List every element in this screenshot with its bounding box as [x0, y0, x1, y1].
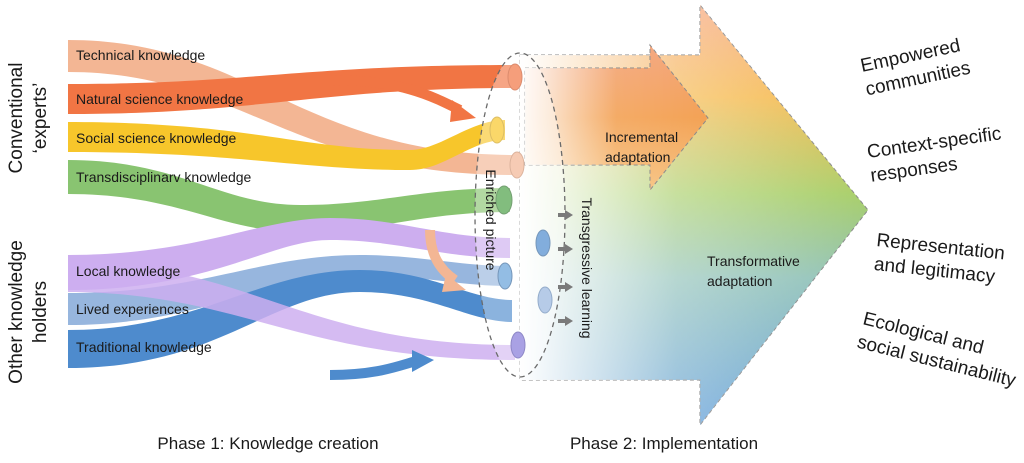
source-labels: Technical knowledge Natural science know… [76, 47, 252, 355]
stream-technical [68, 40, 515, 175]
tube-natural [507, 63, 523, 91]
transgressive-learning-label: Transgressive learning [579, 197, 595, 338]
phase-1-label: Phase 1: Knowledge creation [157, 434, 378, 453]
incremental-arrow [524, 43, 709, 192]
tube-blue-2 [497, 262, 513, 290]
transformative-label: Transformative adaptation [707, 253, 800, 289]
outcome-ecological: Ecological and social sustainability [855, 308, 1018, 391]
phase-2-label: Phase 2: Implementation [570, 434, 758, 453]
svg-text:adaptation: adaptation [605, 149, 670, 165]
source-label-local: Local knowledge [76, 263, 181, 279]
svg-text:Other knowledge: Other knowledge [6, 240, 27, 384]
outcome-context: Context-specific responses [866, 123, 1003, 186]
source-label-natural: Natural science knowledge [76, 91, 244, 107]
tube-technical [509, 151, 525, 179]
stream-local [68, 218, 510, 290]
source-label-traditional: Traditional knowledge [76, 339, 212, 355]
svg-text:‘experts’: ‘experts’ [30, 83, 51, 154]
tube-purple [510, 331, 526, 359]
tube-social [489, 116, 505, 144]
source-label-lived: Lived experiences [76, 301, 189, 317]
stream-lived [68, 255, 510, 325]
outcome-empowered: Empowered communities [859, 35, 973, 100]
transgressive-arrows [558, 210, 573, 326]
svg-text:adaptation: adaptation [707, 273, 772, 289]
svg-text:Transformative: Transformative [707, 253, 800, 269]
svg-text:holders: holders [30, 281, 51, 343]
group-label-experts: Conventional ‘experts’ [6, 63, 51, 174]
tube-blue-1 [535, 229, 551, 257]
enriched-picture-label: Enriched picture [483, 169, 499, 270]
tube-green [495, 185, 513, 215]
incremental-label: Incremental adaptation [605, 129, 678, 165]
svg-text:Conventional: Conventional [6, 63, 27, 174]
outcome-representation: Representation and legitimacy [873, 230, 1006, 288]
source-label-transdisciplinary: Transdisciplinarv knowledge [76, 169, 252, 185]
svg-text:Incremental: Incremental [605, 129, 678, 145]
knowledge-streams [68, 40, 515, 380]
source-label-social: Social science knowledge [76, 130, 237, 146]
tubes [489, 63, 553, 359]
tube-blue-3 [537, 286, 553, 314]
stream-social-science [68, 120, 505, 170]
stream-transdisciplinary [68, 160, 510, 232]
source-label-technical: Technical knowledge [76, 47, 205, 63]
stream-natural-science [68, 65, 515, 114]
stream-traditional [68, 270, 512, 368]
group-label-others: Other knowledge holders [6, 240, 51, 384]
